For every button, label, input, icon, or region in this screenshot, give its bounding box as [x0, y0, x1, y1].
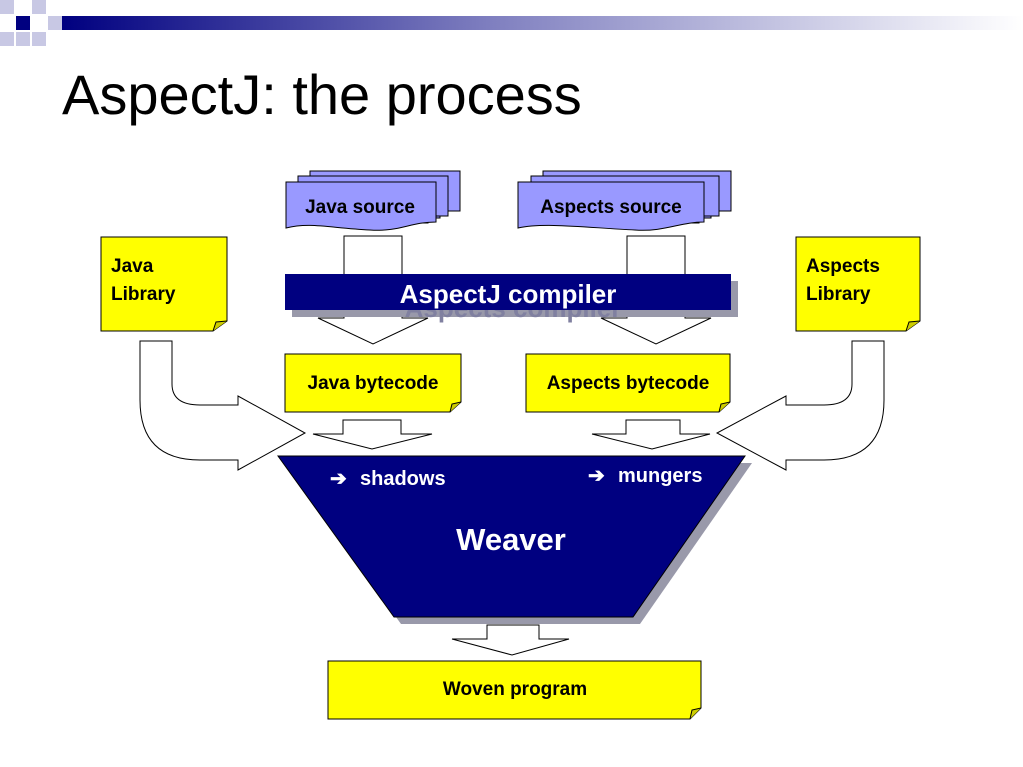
aspects-bytecode-doc: Aspects bytecode — [525, 353, 731, 413]
java-library-label-line1: Java — [111, 256, 154, 277]
arrow-java-library-to-weaver — [139, 340, 307, 471]
compiler-label: AspectJ compiler — [400, 279, 617, 309]
aspectj-compiler-bar: Aspects compiler AspectJ compiler — [285, 274, 738, 323]
corner-decoration — [0, 0, 62, 46]
java-library-doc: Java Library — [100, 236, 228, 332]
woven-program-label: Woven program — [443, 679, 587, 700]
java-source-label: Java source — [305, 197, 415, 218]
page-title: AspectJ: the process — [62, 63, 582, 126]
aspects-bytecode-label: Aspects bytecode — [547, 373, 710, 394]
java-source-doc: Java source — [285, 170, 461, 231]
mungers-label: mungers — [618, 465, 702, 487]
title-banner-bar — [62, 16, 1023, 30]
aspects-source-doc: Aspects source — [517, 170, 732, 231]
aspects-library-doc: Aspects Library — [795, 236, 921, 332]
java-library-label-line2: Library — [111, 284, 176, 305]
mungers-bullet-icon: ➔ — [588, 465, 605, 487]
arrow-java-bytecode-to-weaver — [312, 419, 433, 450]
aspects-source-label: Aspects source — [540, 197, 682, 218]
shadows-bullet-icon: ➔ — [330, 468, 347, 490]
shadows-label: shadows — [360, 468, 446, 490]
weaver: ➔ shadows ➔ mungers Weaver — [277, 455, 752, 624]
woven-program-doc: Woven program — [327, 660, 702, 720]
aspects-library-label-line2: Library — [806, 284, 871, 305]
weaver-label: Weaver — [456, 522, 566, 557]
arrow-aspects-library-to-weaver — [715, 340, 885, 471]
arrow-weaver-to-woven — [451, 624, 570, 656]
java-bytecode-label: Java bytecode — [308, 373, 439, 394]
aspects-library-label-line1: Aspects — [806, 256, 880, 277]
arrow-aspects-bytecode-to-weaver — [591, 419, 711, 450]
java-bytecode-doc: Java bytecode — [284, 353, 462, 413]
